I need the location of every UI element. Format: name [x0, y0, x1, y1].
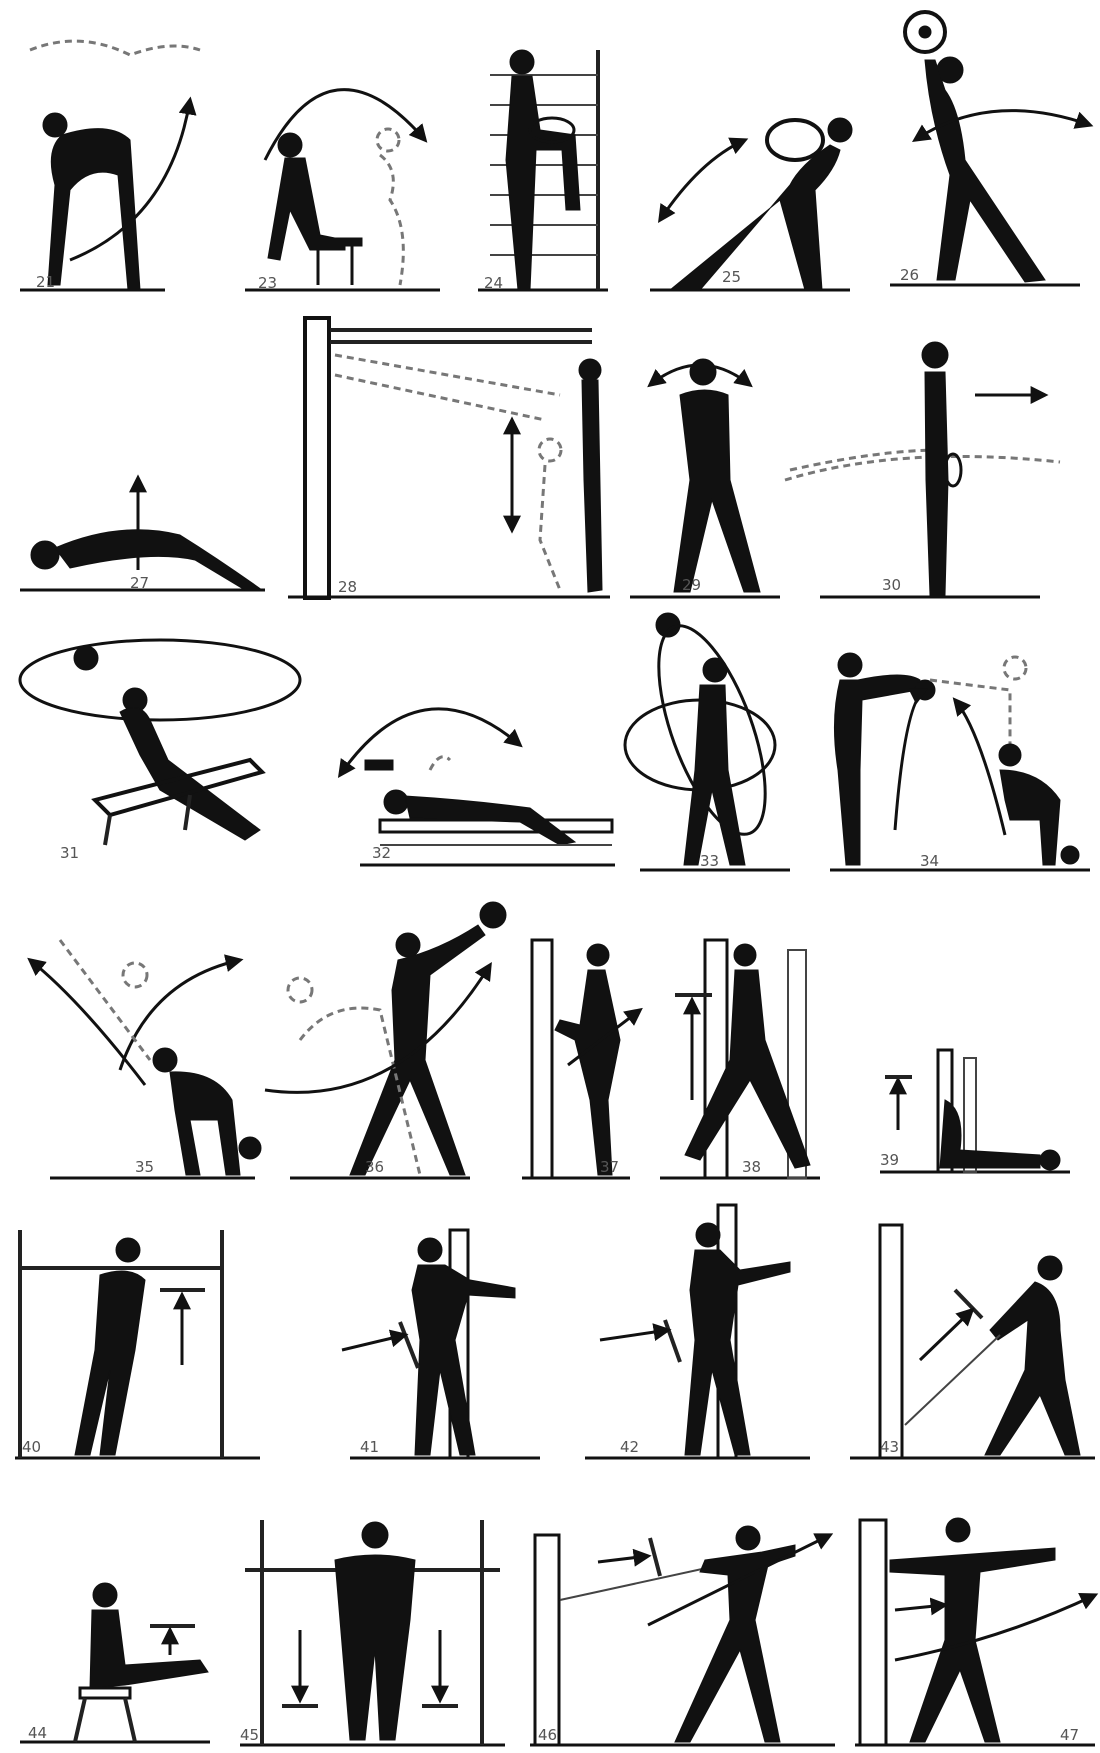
exercise-figure-26: 26: [890, 12, 1090, 285]
exercise-figure-37: 37: [522, 940, 640, 1178]
exercise-figure-40: 40: [15, 1230, 260, 1458]
figure-number-36: 36: [365, 1158, 384, 1176]
figure-number-31: 31: [60, 844, 79, 862]
exercise-figure-47: 47: [855, 1518, 1095, 1745]
figure-number-43: 43: [880, 1438, 899, 1456]
exercise-figure-34: 34: [830, 653, 1090, 870]
exercise-figure-27: 27: [20, 478, 265, 592]
exercise-figure-43: 43: [850, 1225, 1095, 1458]
figure-number-21: 21: [36, 273, 55, 291]
exercise-figure-46: 46: [530, 1526, 835, 1745]
figure-number-24: 24: [484, 274, 503, 292]
exercise-figure-41: 41: [342, 1230, 540, 1458]
figure-number-28: 28: [338, 578, 357, 596]
exercise-figure-31: 31: [20, 640, 300, 862]
figure-number-41: 41: [360, 1438, 379, 1456]
figure-number-42: 42: [620, 1438, 639, 1456]
figure-number-47: 47: [1060, 1726, 1079, 1744]
figure-number-46: 46: [538, 1726, 557, 1744]
figure-number-27: 27: [130, 574, 149, 592]
exercise-figure-38: 38: [660, 940, 820, 1178]
exercise-figure-24: 24: [478, 50, 608, 292]
figure-number-30: 30: [882, 576, 901, 594]
figure-number-40: 40: [22, 1438, 41, 1456]
figure-number-26: 26: [900, 266, 919, 284]
figure-number-45: 45: [240, 1726, 259, 1744]
exercise-figure-28: 28: [288, 318, 610, 598]
exercise-figure-36: 36: [265, 902, 506, 1178]
figure-number-44: 44: [28, 1724, 47, 1742]
figure-number-35: 35: [135, 1158, 154, 1176]
exercise-figure-39: 39: [880, 1050, 1070, 1172]
exercise-figure-23: 23: [245, 90, 440, 292]
figure-number-25: 25: [722, 268, 741, 286]
figure-number-29: 29: [682, 576, 701, 594]
exercise-figure-44: 44: [20, 1583, 210, 1742]
exercise-figure-30: 30: [785, 342, 1060, 597]
figure-number-33: 33: [700, 852, 719, 870]
figure-number-39: 39: [880, 1151, 899, 1169]
exercise-figure-33: 33: [625, 613, 790, 870]
exercise-figure-35: 35: [30, 940, 261, 1178]
exercise-figure-29: 29: [630, 359, 780, 597]
figure-number-37: 37: [600, 1158, 619, 1176]
figure-number-34: 34: [920, 852, 939, 870]
exercise-figure-21: 21: [20, 41, 200, 291]
exercise-figure-42: 42: [585, 1205, 810, 1458]
figure-number-23: 23: [258, 274, 277, 292]
exercise-figure-25: 25: [650, 118, 852, 290]
figure-number-38: 38: [742, 1158, 761, 1176]
figure-number-32: 32: [372, 844, 391, 862]
exercise-figure-45: 45: [240, 1520, 505, 1745]
exercise-figure-32: 32: [340, 709, 615, 865]
